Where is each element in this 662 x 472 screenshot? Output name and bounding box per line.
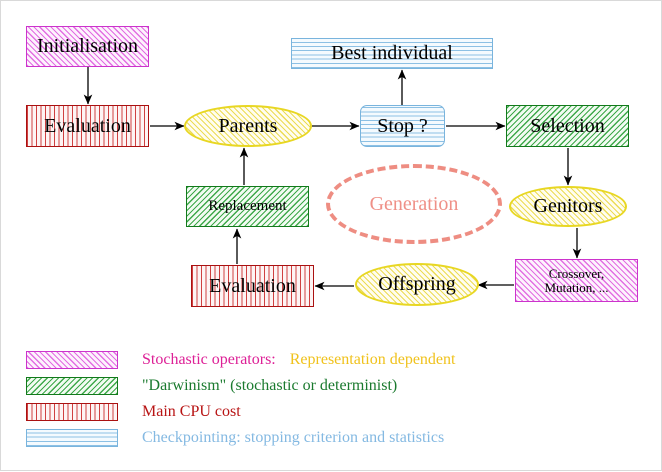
node-best-individual[interactable]: Best individual — [291, 38, 493, 69]
legend-row-darwinism: "Darwinism" (stochastic or determinist) — [26, 373, 455, 399]
legend-swatch-blue — [26, 429, 118, 447]
legend-row-main-cpu-cost: Main CPU cost — [26, 399, 455, 425]
legend-swatch-magenta — [26, 351, 118, 369]
legend-text-checkpointing: Checkpointing: stopping criterion and st… — [142, 429, 445, 446]
node-stop[interactable]: Stop ? — [360, 105, 445, 147]
node-crossover-mutation[interactable]: Crossover, Mutation, ... — [515, 259, 638, 302]
legend-text-main-cpu-cost: Main CPU cost — [142, 403, 241, 420]
node-initialisation[interactable]: Initialisation — [26, 26, 149, 67]
generation-group-ellipse: Generation — [326, 164, 502, 244]
node-evaluation-bottom[interactable]: Evaluation — [191, 265, 314, 307]
legend-label-stochastic-operators: Stochastic operators: Representation depe… — [142, 351, 455, 369]
legend-row-stochastic-operators: Stochastic operators: Representation depe… — [26, 347, 455, 373]
legend-swatch-green — [26, 377, 118, 395]
legend-text-stochastic-operators: Stochastic operators: — [142, 351, 276, 368]
node-selection[interactable]: Selection — [506, 105, 629, 147]
node-genitors[interactable]: Genitors — [509, 186, 627, 227]
legend: Stochastic operators: Representation depe… — [26, 347, 455, 451]
node-parents[interactable]: Parents — [184, 105, 312, 147]
legend-text-darwinism: "Darwinism" (stochastic or determinist) — [142, 377, 398, 394]
node-evaluation-top[interactable]: Evaluation — [26, 105, 149, 147]
node-offspring[interactable]: Offspring — [355, 263, 479, 306]
node-replacement[interactable]: Replacement — [186, 186, 309, 227]
legend-text-representation-dependent: Representation dependent — [289, 351, 456, 368]
legend-swatch-red — [26, 403, 118, 421]
legend-row-checkpointing: Checkpointing: stopping criterion and st… — [26, 425, 455, 451]
generation-label: Generation — [369, 192, 459, 215]
